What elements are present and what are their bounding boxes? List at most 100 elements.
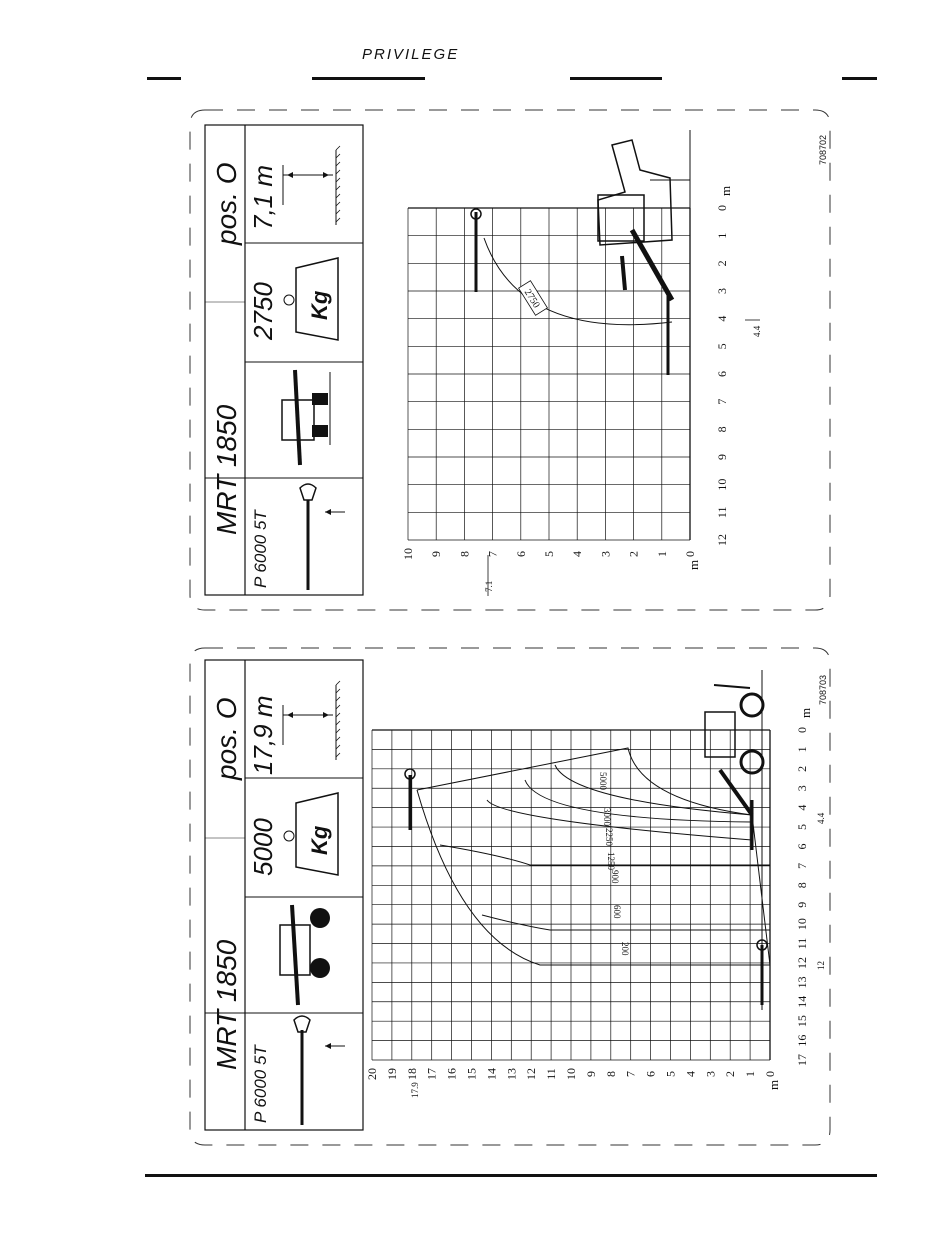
top-x-tick-label: 0 — [715, 205, 729, 211]
bottom-x-tick-label: 4 — [795, 805, 809, 811]
bottom-y-tick-label: 13 — [504, 1068, 518, 1080]
panel-top-ref-code: 708702 — [818, 135, 828, 165]
load-label-2750: 2750 — [518, 280, 548, 316]
bottom-x-tick-label: 11 — [795, 938, 809, 950]
top-y-tick-label: 10 — [401, 548, 415, 560]
top-x-tick-label: 3 — [715, 288, 729, 294]
top-y-tick-label: 7 — [486, 551, 500, 557]
top-x-tick-label: 8 — [715, 426, 729, 432]
panel-bottom-capacity: 5000 — [248, 818, 278, 876]
bottom-x-tick-label: 5 — [795, 824, 809, 830]
bottom-x-tick-label: 12 — [795, 957, 809, 969]
panel-bottom-model: MRT 1850 — [211, 939, 242, 1070]
top-y-tick-label: 5 — [542, 551, 556, 557]
top-x-tick-label: 7 — [715, 399, 729, 405]
load-label-1250: 1250 — [606, 852, 616, 871]
bottom-y-tick-label: 0 — [763, 1071, 777, 1077]
bottom-x-tick-label: 14 — [795, 996, 809, 1008]
top-y-tick-label: 4 — [570, 551, 584, 557]
bottom-y-tick-label: 12 — [524, 1068, 538, 1080]
top-x-tick-label: 1 — [715, 233, 729, 239]
header-rule — [147, 77, 181, 80]
load-label-200: 200 — [620, 942, 630, 956]
bottom-x-tick-label: 8 — [795, 882, 809, 888]
top-y-tick-label: 6 — [514, 551, 528, 557]
bottom-y-tick-label: 2 — [723, 1071, 737, 1077]
top-y-tick-label: 3 — [598, 551, 612, 557]
bottom-y-tick-label: 3 — [703, 1071, 717, 1077]
top-x-tick-label: 4 — [715, 316, 729, 322]
annotation-max-height: 7.1 — [484, 581, 494, 592]
bottom-y-tick-label: 1 — [743, 1071, 757, 1077]
bottom-y-tick-label: 7 — [624, 1071, 638, 1077]
svg-text:Kg: Kg — [307, 825, 332, 855]
bottom-y-tick-label: 10 — [564, 1068, 578, 1080]
panel-bottom-machine-graphic — [404, 670, 768, 1010]
load-label-600: 600 — [612, 905, 622, 919]
panel-bottom-info-box: MRT 1850 pos. O P 6000 5T 5000 17,9 m Kg — [204, 659, 364, 1131]
fork-attachment-icon — [299, 483, 345, 590]
panel-bottom-height: 17,9 m — [248, 696, 278, 776]
annotation-max-height: 17.9 — [410, 1082, 420, 1098]
bottom-y-tick-label: 17 — [425, 1068, 439, 1080]
top-y-tick-label: 2 — [627, 551, 641, 557]
top-x-tick-label: 2 — [715, 260, 729, 266]
top-x-tick-label: 6 — [715, 371, 729, 377]
bottom-y-tick-label: 15 — [465, 1068, 479, 1080]
load-label-3000: 3000 — [602, 808, 612, 827]
bottom-x-tick-label: 17 — [795, 1054, 809, 1066]
bottom-x-axis-label: m — [798, 708, 813, 718]
svg-text:Kg: Kg — [307, 290, 332, 320]
bottom-x-tick-label: 6 — [795, 843, 809, 849]
bottom-y-tick-label: 8 — [604, 1071, 618, 1077]
top-x-axis-label: m — [718, 186, 733, 196]
bottom-y-tick-label: 16 — [445, 1068, 459, 1080]
top-x-tick-label: 10 — [715, 479, 729, 491]
load-curve-2750 — [483, 237, 673, 326]
panel-top-frame — [189, 109, 831, 611]
load-label-5000: 5000 — [598, 772, 608, 791]
bottom-x-tick-label: 7 — [795, 863, 809, 869]
bottom-x-tick-label: 15 — [795, 1015, 809, 1027]
top-y-axis-label: m — [686, 560, 701, 570]
brand-logo: PRIVILEGE — [362, 46, 460, 63]
bottom-x-tick-label: 9 — [795, 902, 809, 908]
bottom-x-tick-label: 2 — [795, 766, 809, 772]
load-label-900: 900 — [610, 870, 620, 884]
bottom-y-tick-label: 5 — [664, 1071, 678, 1077]
header-rule — [312, 77, 425, 80]
panel-top-height: 7,1 m — [248, 165, 278, 230]
header-rule — [570, 77, 662, 80]
bottom-y-tick-label: 9 — [584, 1071, 598, 1077]
top-y-tick-label: 8 — [457, 551, 471, 557]
bottom-y-tick-label: 6 — [644, 1071, 658, 1077]
telehandler-icon — [279, 904, 330, 1006]
bottom-y-tick-label: 14 — [484, 1068, 498, 1080]
panel-top-position: pos. O — [211, 163, 242, 246]
bottom-x-tick-label: 13 — [795, 976, 809, 988]
bottom-x-tick-label: 10 — [795, 918, 809, 930]
top-x-tick-label: 11 — [715, 507, 729, 519]
load-labels-bottom: 5000 3000 2250 1250 900 600 200 — [598, 772, 630, 956]
load-label-2250: 2250 — [604, 828, 614, 847]
top-x-tick-label: 9 — [715, 454, 729, 460]
panel-top-info-box: MRT 1850 pos. O P 6000 5T 2750 7,1 m Kg — [204, 124, 364, 596]
bottom-x-tick-label: 16 — [795, 1035, 809, 1047]
panel-top-model: MRT 1850 — [211, 404, 242, 535]
panel-bottom-frame — [189, 647, 831, 1146]
weight-kg-icon: Kg — [283, 792, 339, 876]
header-rule — [842, 77, 877, 80]
top-y-tick-label: 0 — [683, 551, 697, 557]
panel-bottom-position: pos. O — [211, 698, 242, 781]
top-y-tick-label: 1 — [655, 551, 669, 557]
bottom-y-tick-label: 19 — [385, 1068, 399, 1080]
bottom-y-tick-label: 11 — [544, 1068, 558, 1080]
annotation-reach-far: 12 — [816, 961, 826, 970]
bottom-y-tick-label: 20 — [365, 1068, 379, 1080]
annotation-max-reach: 4.4 — [752, 325, 762, 337]
top-x-tick-label: 5 — [715, 343, 729, 349]
telehandler-icon — [281, 369, 331, 466]
panel-top-attachment: P 6000 5T — [251, 509, 270, 588]
